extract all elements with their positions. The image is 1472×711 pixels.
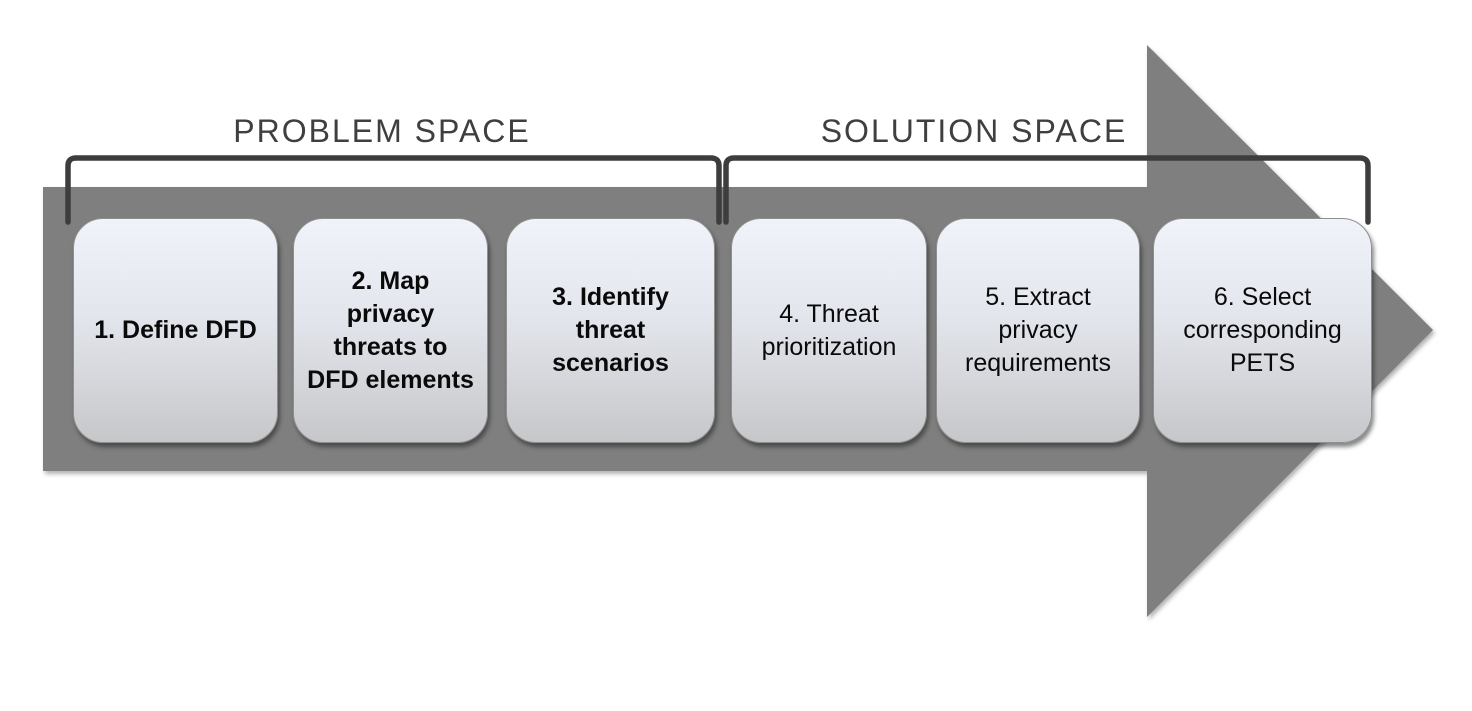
step-box-2: 2. Map privacy threats to DFD elements (293, 218, 488, 443)
step-box-6: 6. Select corresponding PETS (1153, 218, 1372, 443)
problem-space-label: PROBLEM SPACE (233, 113, 531, 149)
step-label-6: 6. Select corresponding PETS (1183, 283, 1342, 377)
problem-space-bracket (65, 155, 722, 225)
step-box-4: 4. Threat prioritization (731, 218, 927, 443)
step-box-1: 1. Define DFD (73, 218, 278, 443)
step-label-4: 4. Threat prioritization (761, 299, 897, 361)
step-box-5: 5. Extract privacy requirements (936, 218, 1140, 443)
step-label-3: 3. Identify threat scenarios (552, 283, 669, 377)
step-box-3: 3. Identify threat scenarios (506, 218, 715, 443)
step-label-5: 5. Extract privacy requirements (965, 283, 1111, 377)
solution-space-bracket (723, 155, 1371, 225)
solution-space-label: SOLUTION SPACE (820, 113, 1128, 149)
step-label-2: 2. Map privacy threats to DFD elements (307, 266, 474, 394)
step-label-1: 1. Define DFD (94, 316, 257, 344)
